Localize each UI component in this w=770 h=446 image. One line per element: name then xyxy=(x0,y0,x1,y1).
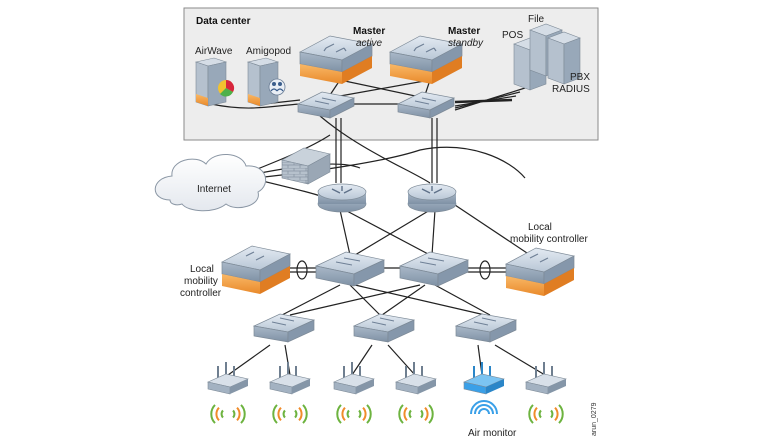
access-switch-1-icon xyxy=(252,313,316,343)
access-points xyxy=(207,362,567,424)
datacenter-switch-left-icon xyxy=(296,91,356,119)
lag-right-icon xyxy=(479,260,491,280)
master-standby-state: standby xyxy=(448,38,484,49)
radio-waves-icon xyxy=(272,404,308,424)
server-pos-label: POS xyxy=(502,30,523,41)
internet-label: Internet xyxy=(197,184,231,195)
radio-waves-icon xyxy=(336,404,372,424)
datacenter-switch-right-icon xyxy=(396,91,456,119)
firewall-icon xyxy=(281,147,331,185)
access-point-icon xyxy=(395,362,437,395)
master-active-state: active xyxy=(356,38,383,49)
access-point-icon xyxy=(333,362,375,395)
local-left-line3: controller xyxy=(180,288,222,299)
air-monitor-waves-icon xyxy=(470,400,498,415)
airwave-label: AirWave xyxy=(195,46,233,57)
amigopod-label: Amigopod xyxy=(246,46,291,57)
local-left-line1: Local xyxy=(190,264,214,275)
master-active-controller-icon xyxy=(298,35,374,84)
figure-id: arun_0279 xyxy=(591,402,598,436)
lag-left-icon xyxy=(296,260,308,280)
access-point-icon xyxy=(207,362,249,395)
air-monitor-icon xyxy=(463,362,505,395)
access-switch-2-icon xyxy=(352,313,416,343)
amigopod-server-icon xyxy=(246,57,286,107)
core-router-left-icon xyxy=(317,183,367,213)
master-active-name: Master xyxy=(353,26,385,37)
local-controller-right-icon xyxy=(504,247,576,296)
air-monitor-label: Air monitor xyxy=(468,428,517,439)
core-router-right-icon xyxy=(407,183,457,213)
local-right-line1: Local xyxy=(528,222,552,233)
local-right-line2: mobility controller xyxy=(510,234,588,245)
master-standby-name: Master xyxy=(448,26,480,37)
server-file-label: File xyxy=(528,14,545,25)
radio-waves-icon xyxy=(398,404,434,424)
airwave-server-icon xyxy=(194,57,235,107)
application-servers-icon xyxy=(513,23,581,91)
server-radius-label: RADIUS xyxy=(552,84,590,95)
master-standby-controller-icon xyxy=(388,35,464,84)
access-point-icon xyxy=(269,362,311,395)
internet-cloud-icon xyxy=(154,154,267,212)
server-pbx-label: PBX xyxy=(570,72,590,83)
connections xyxy=(210,79,546,376)
radio-waves-icon xyxy=(528,404,564,424)
local-left-line2: mobility xyxy=(184,276,218,287)
aggregation-switch-left-icon xyxy=(314,251,386,287)
datacenter-title: Data center xyxy=(196,16,251,27)
access-point-icon xyxy=(525,362,567,395)
aggregation-switch-right-icon xyxy=(398,251,470,287)
local-controller-left-icon xyxy=(220,245,292,294)
radio-waves-icon xyxy=(210,404,246,424)
access-switch-3-icon xyxy=(454,313,518,343)
